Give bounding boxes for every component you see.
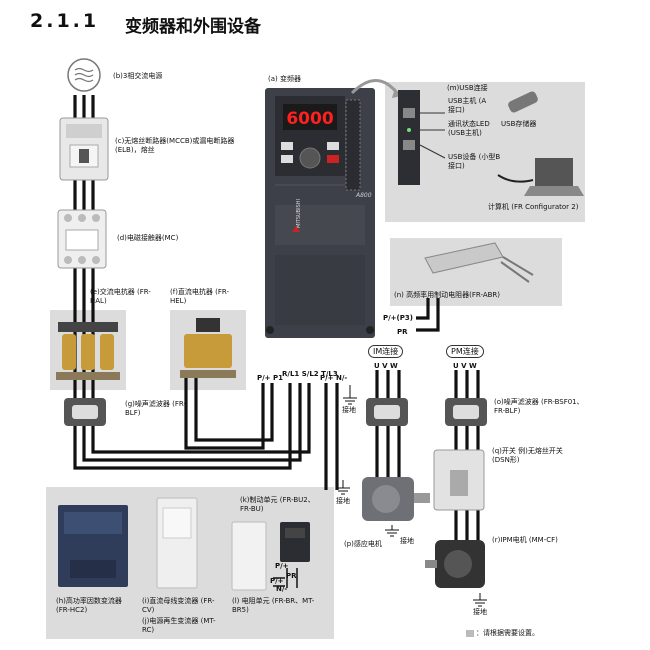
- contactor-icon: [57, 209, 107, 269]
- label-pc: 计算机 (FR Configurator 2): [488, 203, 579, 211]
- usb-storage-icon: [508, 91, 538, 113]
- label-l: (l) 电阻单元 (FR-BR、MT-BR5): [232, 597, 315, 614]
- noise-filter-o-icons: [366, 398, 487, 426]
- label-usb-host: USB主机 (A接口): [448, 97, 487, 114]
- section-number: 2.1.1: [30, 10, 100, 32]
- dc-reactor-icon: [180, 318, 236, 378]
- resistor-unit-icon: [231, 521, 267, 591]
- terminal-pr: PR: [397, 328, 408, 336]
- pm-connection-tag: PM连接: [446, 345, 484, 358]
- inverter-icon: 6000 A800 MITSUBISHI: [265, 79, 401, 338]
- im-connection-tag: IM连接: [368, 345, 404, 358]
- label-p: (p)感应电机: [344, 540, 382, 548]
- legend-swatch: [466, 630, 474, 637]
- ground-label-3: 接地: [400, 537, 414, 545]
- label-k: (k)制动单元 (FR-BU2、FR-BU): [240, 496, 315, 513]
- label-c: (c)无熔丝断路器(MCCB)或漏电断路器(ELB)，熔丝: [115, 137, 235, 154]
- ac-reactor-icon: [56, 322, 120, 380]
- label-b: (b)3相交流电源: [113, 72, 163, 80]
- ground-label-4: 接地: [473, 608, 487, 616]
- label-h: (h)高功率因数变流器 (FR-HC2): [56, 597, 122, 614]
- label-m: (m)USB连接: [447, 84, 488, 92]
- label-i: (i)直流母线变流器 (FR-CV): [142, 597, 215, 614]
- brake-unit-terminal-pn: P/+: [270, 577, 284, 585]
- ac-power-source-icon: [67, 58, 101, 92]
- label-d: (d)电磁接触器(MC): [117, 234, 179, 242]
- label-usb-device: USB设备 (小型B接口): [448, 153, 501, 170]
- noise-filter-g-icon: [64, 398, 106, 426]
- terminal-p3: P/+(P3): [383, 314, 413, 322]
- laptop-icon: [497, 158, 584, 196]
- terminal-uvw-pm: U V W: [453, 362, 477, 370]
- ipm-motor-icon: [425, 540, 485, 588]
- brake-unit-icon: [280, 522, 310, 562]
- breaker-icon: [59, 117, 109, 181]
- inverter-brand-label: MITSUBISHI: [296, 199, 302, 228]
- label-usb-led: 通讯状态LED (USB主机): [448, 120, 490, 137]
- note-text: ：请根据需要设置。: [476, 629, 539, 637]
- brake-unit-terminal-n: N/-: [276, 585, 288, 593]
- ground-label-2: 接地: [336, 497, 350, 505]
- brake-resistor-icon: [424, 242, 534, 283]
- inverter-display-readout: 6000: [286, 109, 333, 129]
- terminal-rst: R/L1 S/L2 T/L3: [282, 370, 338, 378]
- label-q: (q)开关 例)无熔丝开关 (DSN形): [492, 447, 563, 464]
- ground-symbols: [336, 385, 487, 607]
- label-j: (j)电源再生变流器 (MT-RC): [142, 617, 216, 634]
- label-a: (a) 变频器: [268, 75, 301, 83]
- brake-unit-lines: [273, 568, 298, 588]
- usb-connector-closeup-icon: [398, 90, 446, 185]
- ground-label-1: 接地: [342, 406, 356, 414]
- page-title: 变频器和外围设备: [125, 17, 261, 37]
- label-r: (r)IPM电机 (MM-CF): [492, 536, 558, 544]
- induction-motor-icon: [362, 477, 430, 521]
- switch-icon: [433, 449, 485, 511]
- brake-unit-terminal-p: P/+: [275, 562, 289, 570]
- label-f: (f)直流电抗器 (FR-HEL): [170, 288, 230, 305]
- label-o: (o)噪声滤波器 (FR-BSF01、FR-BLF): [494, 398, 584, 415]
- brake-unit-terminal-pr: PR: [286, 572, 297, 580]
- high-power-factor-converter-icon: [58, 505, 128, 587]
- terminal-p1: P/+ P1: [257, 374, 283, 382]
- dc-bus-converter-icon: [156, 497, 198, 589]
- label-g: (g)噪声滤波器 (FR-BLF): [125, 400, 186, 417]
- label-e: (e)交流电抗器 (FR-HAL): [90, 288, 151, 305]
- terminal-pn: P/+ N/-: [320, 374, 348, 382]
- label-usb-storage: USB存储器: [501, 120, 537, 128]
- inverter-model-label: A800: [355, 192, 372, 199]
- terminal-uvw-im: U V W: [374, 362, 398, 370]
- label-n: (n) 高频率用制动电阻器(FR-ABR): [394, 291, 501, 299]
